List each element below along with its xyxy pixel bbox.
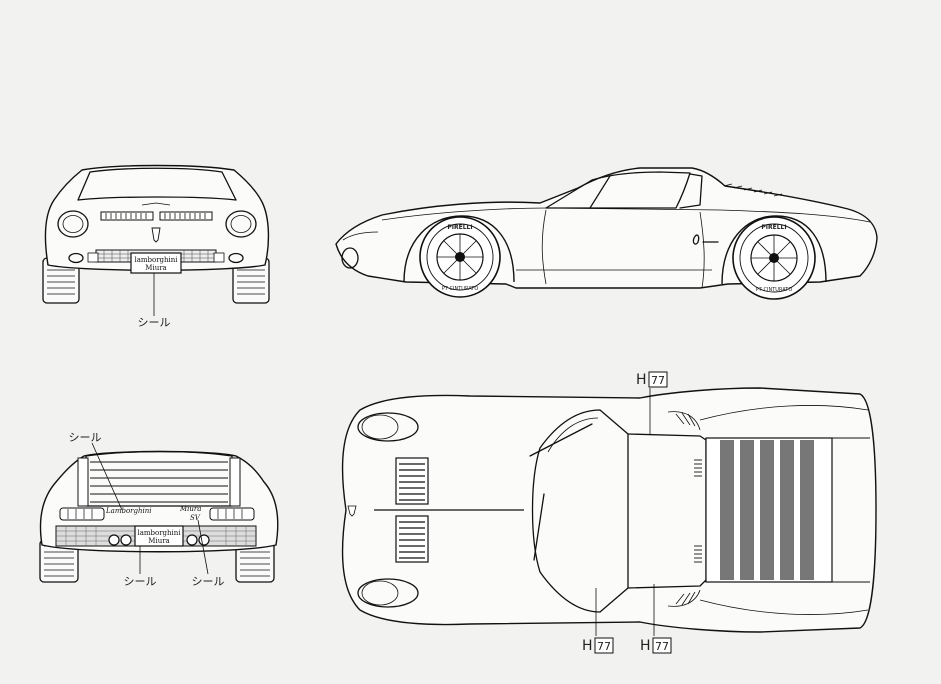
rear-louver-panel	[85, 450, 233, 507]
ref-top-letter: H	[636, 372, 647, 388]
rear-exhaust-2	[120, 534, 132, 546]
rear-seal-top-label: シール	[69, 431, 102, 444]
side-rear-tire-model: P7 CINTURATO	[756, 287, 793, 293]
front-view: lamborghini Miura シール	[42, 164, 270, 329]
side-front-tire-model: P7 CINTURATO	[442, 286, 479, 292]
front-badge-icon	[151, 227, 161, 243]
top-headlight-right	[357, 578, 419, 608]
rear-script-right-2: SV	[190, 514, 201, 522]
ref-bl-number: 77	[597, 640, 611, 653]
side-waistline	[381, 207, 871, 223]
side-headlight	[341, 247, 359, 269]
rear-exhaust-3	[186, 534, 198, 546]
side-rear-quarter	[679, 173, 703, 209]
top-headlight-left	[357, 412, 419, 442]
rear-script-left: Lamborghini	[105, 507, 151, 515]
rear-plate-line1: lamborghini	[137, 529, 181, 537]
side-window-divider	[589, 175, 611, 209]
side-door	[541, 209, 705, 289]
front-body	[44, 164, 270, 271]
front-eyelash-right	[159, 211, 213, 221]
front-plate-line2: Miura	[145, 264, 166, 272]
front-hood-crease	[141, 202, 171, 206]
ref-bl-letter: H	[582, 638, 593, 654]
rear-louvers	[90, 461, 228, 503]
side-window	[545, 171, 691, 209]
top-hood-vent-left	[395, 457, 429, 505]
top-rear-fender-upper	[699, 405, 869, 421]
side-rear-tire-brand: PIRELLI	[761, 224, 786, 231]
top-intake-upper	[667, 411, 701, 431]
side-rear-wheel: PIRELLI P7 CINTURATO	[721, 215, 827, 300]
rear-plate-line2: Miura	[148, 537, 169, 545]
rear-seal-bl-label: シール	[124, 575, 157, 588]
rear-seal-br-leader	[197, 519, 209, 575]
side-front-wheel: PIRELLI P7 CINTURATO	[403, 215, 515, 298]
ref-top-number: 77	[651, 374, 665, 387]
rear-taillight-left	[59, 507, 105, 521]
side-eyelash	[342, 231, 379, 241]
rear-exhaust-4	[198, 534, 210, 546]
front-vent-right	[213, 252, 225, 263]
rear-left-tire	[39, 539, 79, 583]
top-wiper-left	[529, 423, 593, 457]
rear-script-right-1: Miura	[179, 505, 201, 513]
top-rear-fender-lower	[699, 599, 869, 615]
front-plate-line1: lamborghini	[134, 256, 178, 264]
top-hood-vent-right	[395, 515, 429, 563]
front-license-plate	[130, 252, 182, 274]
front-indicator-right	[228, 252, 244, 264]
top-view: H 77 H 77 H 77	[341, 371, 877, 654]
rear-seal-br-label: シール	[192, 575, 225, 588]
ref-br-box	[652, 637, 672, 654]
front-seal-label: シール	[138, 316, 171, 329]
rear-louver-left-post	[77, 457, 89, 507]
ref-top-box	[648, 371, 668, 388]
rear-view: Lamborghini Miura SV lamborghini Miura シ…	[39, 431, 279, 588]
side-emblem-icon	[692, 234, 719, 245]
side-front-tire-brand: PIRELLI	[447, 224, 472, 231]
top-badge-icon	[347, 505, 357, 517]
rear-license-plate	[134, 525, 184, 547]
top-roof-vents	[694, 459, 702, 563]
top-wiper-right	[533, 493, 545, 561]
rear-louver-right-post	[229, 457, 241, 507]
ref-br-number: 77	[655, 640, 669, 653]
side-view: PIRELLI P7 CINTURATO PIRELLI P7 CINTURAT…	[335, 167, 878, 300]
front-indicator-left	[68, 252, 84, 264]
front-eyelash-left	[100, 211, 154, 221]
top-windshield	[531, 409, 629, 613]
side-engine-louvers	[723, 183, 783, 197]
front-windshield	[77, 167, 237, 201]
ref-bl-box	[594, 637, 614, 654]
rear-right-tire	[235, 539, 275, 583]
rear-taillight-right	[209, 507, 255, 521]
top-intake-lower	[667, 589, 701, 607]
top-engine-slats	[720, 440, 814, 580]
front-headlight-left	[57, 210, 89, 238]
front-headlight-right	[225, 210, 257, 238]
front-vent-left	[87, 252, 99, 263]
rear-seal-top-leader	[91, 442, 123, 511]
top-windshield-inner	[547, 417, 599, 453]
rear-exhaust-1	[108, 534, 120, 546]
ref-br-letter: H	[640, 638, 651, 654]
